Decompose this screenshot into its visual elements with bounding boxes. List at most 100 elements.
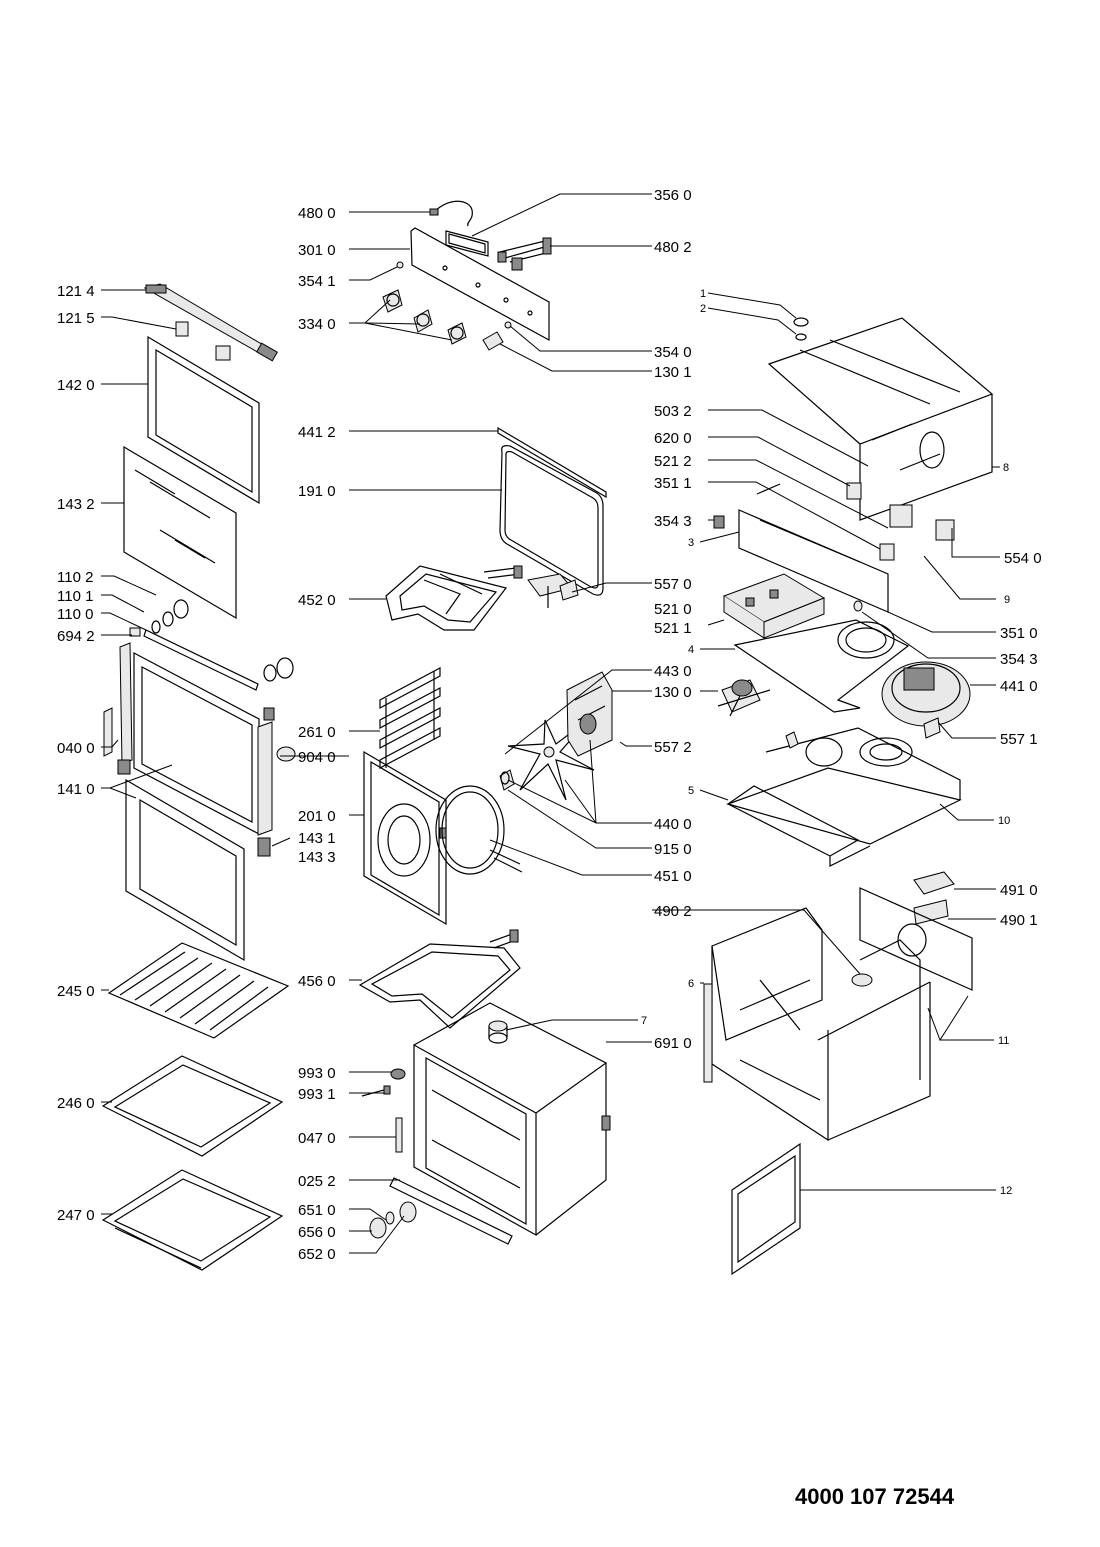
part-label: 351 0 xyxy=(1000,625,1038,642)
power-board-part xyxy=(722,573,863,639)
part-label: 521 1 xyxy=(654,620,692,637)
part-label: 354 3 xyxy=(1000,651,1038,668)
part-label: 261 0 xyxy=(298,724,336,741)
door-side-profile-part xyxy=(103,642,133,775)
part-label: 6 xyxy=(688,978,694,990)
part-label: 143 2 xyxy=(57,496,95,513)
part-label: 441 2 xyxy=(298,424,336,441)
inner-door-panel-part xyxy=(125,778,245,962)
control-panel-fascia-part xyxy=(410,227,550,342)
part-label: 993 0 xyxy=(298,1065,336,1082)
leader-lines xyxy=(101,193,1000,1254)
part-label: 557 2 xyxy=(654,739,692,756)
part-label: 8 xyxy=(1003,462,1009,474)
part-label: 915 0 xyxy=(654,841,692,858)
labels-center: 480 0 301 0 354 1 334 0 441 2 191 0 452 … xyxy=(298,205,336,1263)
outer-door-glass-frame-part xyxy=(147,335,260,505)
part-label: 10 xyxy=(998,815,1010,827)
deep-tray-part xyxy=(101,1169,284,1271)
part-label: 191 0 xyxy=(298,483,336,500)
part-label: 694 2 xyxy=(57,628,95,645)
part-label: 521 2 xyxy=(654,453,692,470)
thermostat-probe-part xyxy=(527,573,579,608)
door-rod-part xyxy=(129,627,259,691)
part-label: 451 0 xyxy=(654,868,692,885)
part-label: 443 0 xyxy=(654,663,692,680)
part-label: 456 0 xyxy=(298,973,336,990)
rear-insulation-panel-part xyxy=(731,1142,801,1276)
part-label: 245 0 xyxy=(57,983,95,1000)
fan-motor-part xyxy=(566,671,613,757)
programmer-wiring-part xyxy=(497,237,552,271)
part-label: 441 0 xyxy=(1000,678,1038,695)
oven-cavity-part xyxy=(413,1002,611,1237)
part-label: 12 xyxy=(1000,1185,1012,1197)
part-label: 651 0 xyxy=(298,1202,336,1219)
part-label: 440 0 xyxy=(654,816,692,833)
part-label: 503 2 xyxy=(654,403,692,420)
part-label: 047 0 xyxy=(298,1130,336,1147)
part-label: 7 xyxy=(641,1015,647,1027)
fan-housing-plate-part xyxy=(733,619,910,713)
rear-fan-cover-part xyxy=(363,750,447,926)
part-label: 993 1 xyxy=(298,1086,336,1103)
part-label: 121 4 xyxy=(57,283,95,300)
labels-right: 1 2 503 2 620 0 521 2 351 1 354 3 3 8 55… xyxy=(654,288,1042,1197)
part-label: 354 1 xyxy=(298,273,336,290)
terminal-block-part xyxy=(913,871,955,925)
cavity-support-part xyxy=(395,1117,403,1153)
cavity-outer-casing-part xyxy=(703,907,931,1142)
part-label: 480 0 xyxy=(298,205,336,222)
part-label: 351 1 xyxy=(654,475,692,492)
shelf-runner-part xyxy=(379,667,441,769)
part-label: 904 0 xyxy=(298,749,336,766)
control-panel-wiring-part xyxy=(429,200,473,227)
part-label: 4 xyxy=(688,644,694,656)
part-label: 301 0 xyxy=(298,242,336,259)
part-label: 620 0 xyxy=(654,430,692,447)
door-top-clip-part xyxy=(175,321,231,361)
part-label: 246 0 xyxy=(57,1095,95,1112)
switch-part xyxy=(482,321,512,351)
part-label: 130 0 xyxy=(654,684,692,701)
control-module-part xyxy=(846,482,955,561)
door-side-bracket-part xyxy=(257,707,296,857)
part-label: 691 0 xyxy=(654,1035,692,1052)
part-label: 334 0 xyxy=(298,316,336,333)
part-label: 1 xyxy=(700,288,706,300)
knob-assembly-part xyxy=(369,1201,417,1239)
part-label: 040 0 xyxy=(57,740,95,757)
part-label: 110 1 xyxy=(57,588,93,605)
base-plate-part xyxy=(726,717,962,867)
top-cover-part xyxy=(767,317,994,521)
hinge-washer-part xyxy=(151,599,294,682)
part-label: 354 0 xyxy=(654,344,692,361)
part-label: 2 xyxy=(700,303,706,315)
wire-shelf-part xyxy=(107,942,290,1039)
part-label: 11 xyxy=(998,1035,1009,1047)
door-top-trim-part xyxy=(143,283,278,362)
rear-panel-part xyxy=(859,887,973,991)
motor-support-part xyxy=(717,679,771,717)
part-label: 110 2 xyxy=(57,569,93,586)
outer-door-glass-part xyxy=(123,445,237,620)
cooling-fan-part xyxy=(881,661,971,727)
part-label: 025 2 xyxy=(298,1173,336,1190)
part-label: 490 1 xyxy=(1000,912,1038,929)
part-label: 130 1 xyxy=(654,364,692,381)
grill-element-part xyxy=(358,929,521,1029)
part-label: 480 2 xyxy=(654,239,692,256)
document-number: 4000 107 72544 xyxy=(795,1484,955,1509)
part-label: 557 1 xyxy=(1000,731,1038,748)
lamp-cover-part xyxy=(488,1020,508,1044)
part-label: 121 5 xyxy=(57,310,95,327)
part-label: 143 1 xyxy=(298,830,336,847)
part-label: 141 0 xyxy=(57,781,95,798)
part-label: 557 0 xyxy=(654,576,692,593)
cavity-lamp-holder-part xyxy=(361,1068,406,1097)
labels-left: 121 4 121 5 142 0 143 2 110 2 110 1 110 … xyxy=(57,283,95,1224)
part-label: 554 0 xyxy=(1004,550,1042,567)
part-label: 656 0 xyxy=(298,1224,336,1241)
part-label: 521 0 xyxy=(654,601,692,618)
